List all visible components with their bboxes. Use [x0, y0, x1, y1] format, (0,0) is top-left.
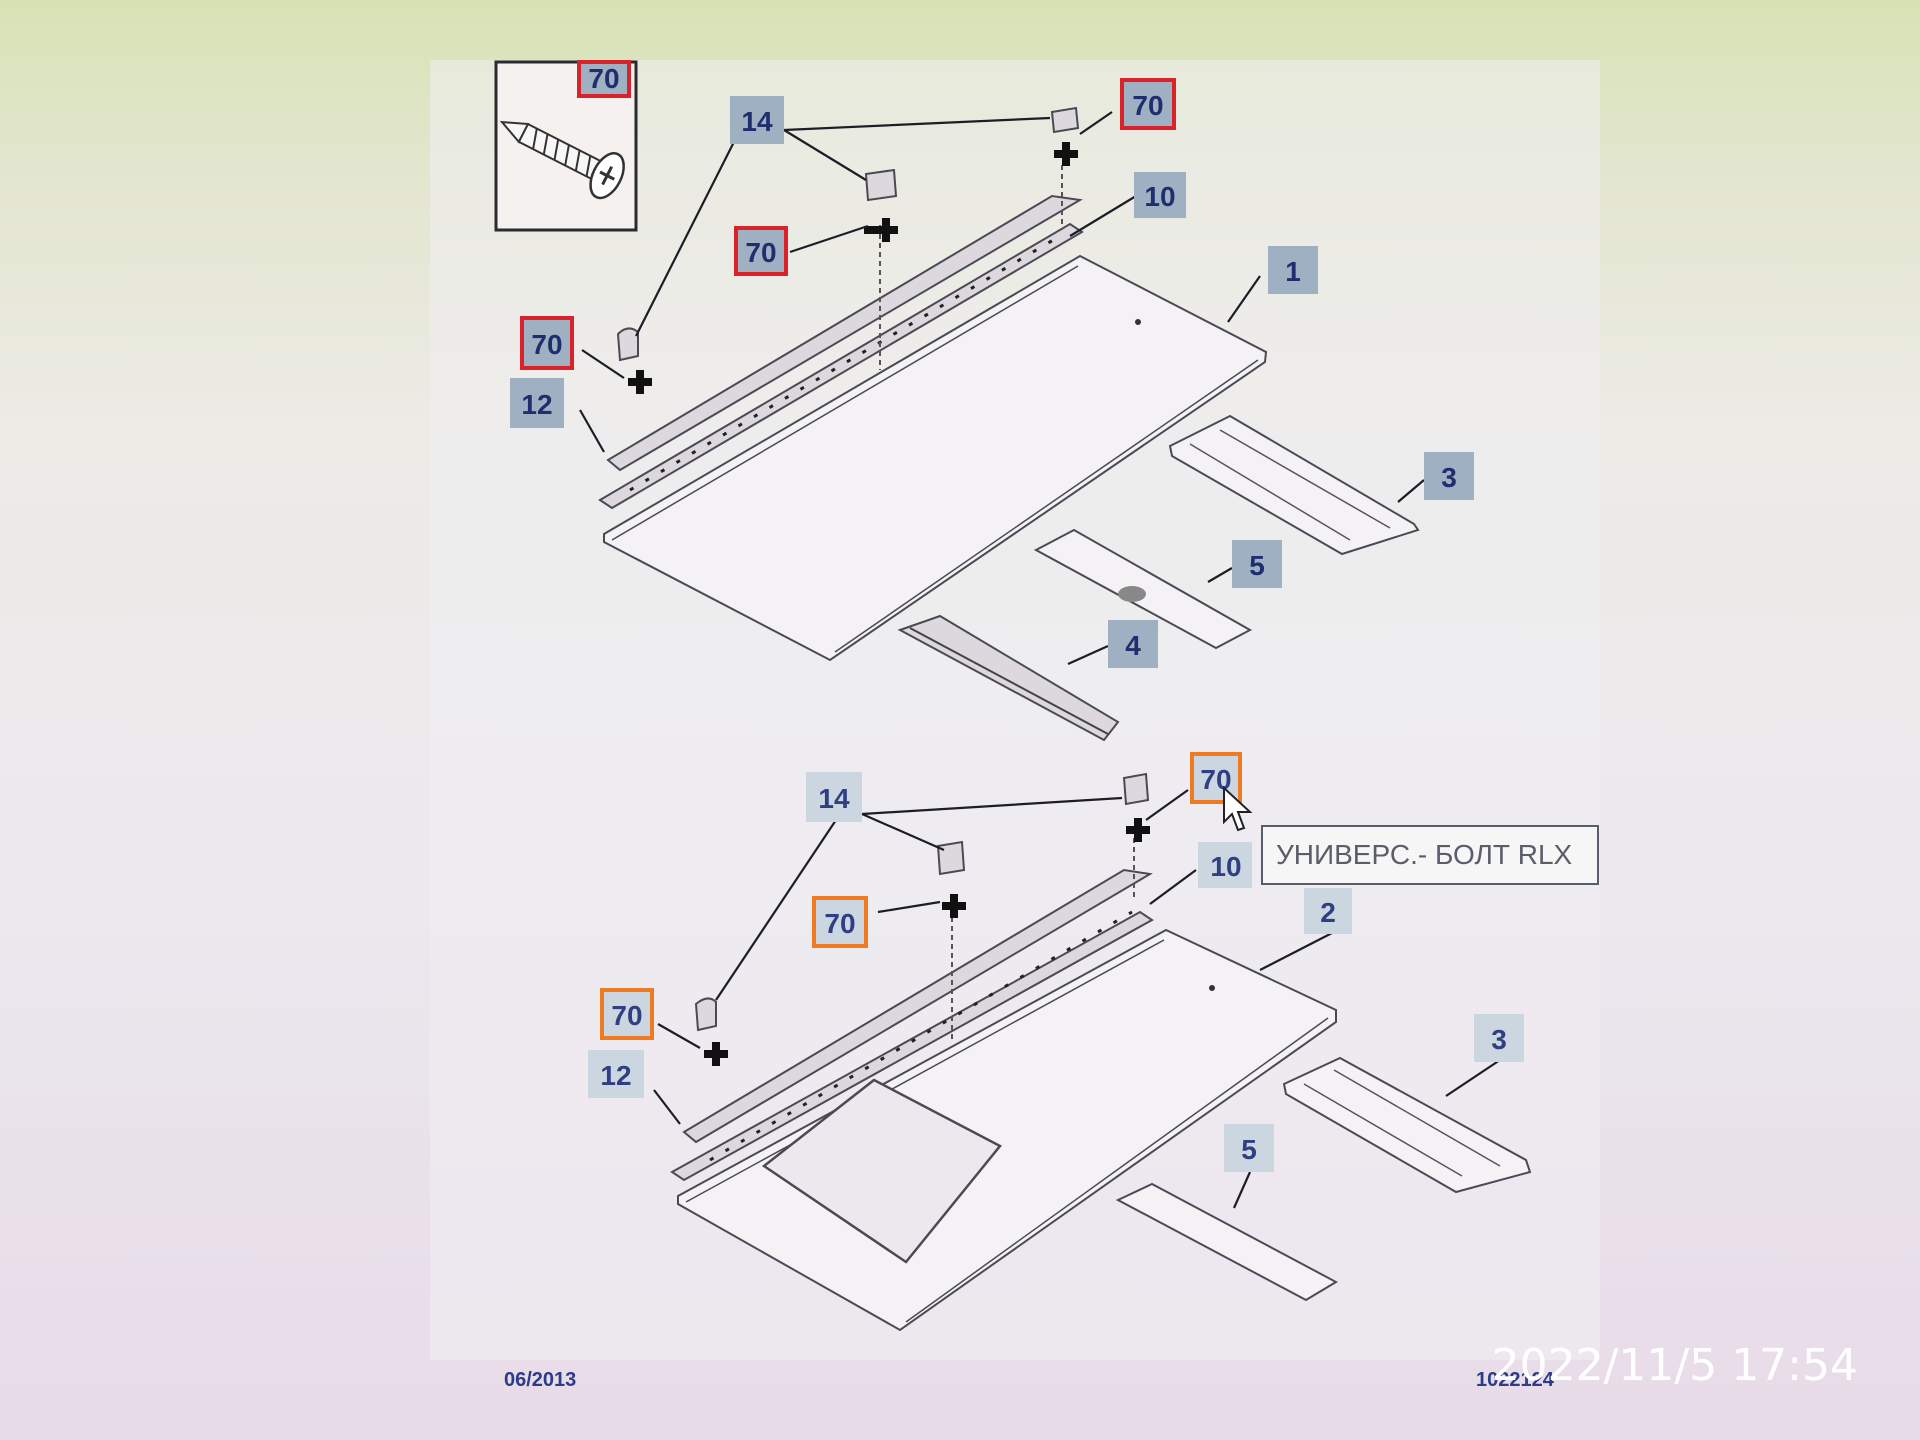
- callout-lower-2-label: 2: [1320, 897, 1336, 928]
- footer-code: 1022124: [1476, 1369, 1555, 1391]
- callout-upper-5-label: 5: [1249, 550, 1265, 581]
- roof-rail-12-lower: [682, 868, 1153, 1144]
- callout-upper-12-label: 12: [521, 389, 552, 420]
- callout-inset-70[interactable]: [577, 60, 631, 98]
- clip-icon: [694, 772, 1150, 1032]
- callout-upper-10-label: 10: [1144, 181, 1175, 212]
- roof-panel-2: [677, 928, 1337, 1332]
- callout-upper-14-label: 14: [741, 106, 773, 137]
- callout-upper-70-mid[interactable]: [734, 226, 788, 276]
- part-3-lower: [1282, 1056, 1532, 1194]
- part-5-upper: [1033, 528, 1253, 650]
- callout-upper-12[interactable]: [510, 378, 564, 428]
- callout-lower-12-label: 12: [600, 1060, 631, 1091]
- callout-upper-10[interactable]: [1134, 172, 1186, 218]
- clip-icon: [616, 106, 1080, 362]
- callout-lower-3-label: 3: [1491, 1024, 1507, 1055]
- cursor-arrow-icon: [1223, 785, 1253, 832]
- tooltip-text: УНИВЕРС.- БОЛТ RLX: [1276, 839, 1573, 870]
- roof-rail-10-lower: [670, 910, 1154, 1182]
- sunroof-opening: [761, 1078, 1002, 1264]
- lower-roof-diagram: 14 70 10 2 70 70 12 3 5: [588, 752, 1532, 1332]
- tooltip: УНИВЕРС.- БОЛТ RLX: [1261, 825, 1599, 885]
- part-3-upper: [1168, 414, 1420, 556]
- roof-rail-12: [606, 194, 1083, 472]
- footer-date: 06/2013: [504, 1369, 576, 1391]
- callout-upper-70-top-label: 70: [1132, 90, 1163, 121]
- callout-upper-14[interactable]: [730, 96, 784, 144]
- callout-upper-1-label: 1: [1285, 256, 1301, 287]
- callout-lower-70-left[interactable]: [600, 988, 654, 1040]
- callout-lower-10[interactable]: [1198, 842, 1252, 888]
- part-4-upper: [897, 614, 1120, 742]
- callout-upper-70-left-label: 70: [531, 329, 562, 360]
- callout-lower-10-label: 10: [1210, 851, 1241, 882]
- screw-icon: [499, 120, 625, 200]
- callout-lower-14[interactable]: [806, 772, 862, 822]
- part-5-lower: [1115, 1182, 1339, 1302]
- callout-upper-70-left[interactable]: [520, 316, 574, 370]
- callout-inset-70-label: 70: [588, 63, 619, 94]
- callout-lower-70-mid-label: 70: [824, 908, 855, 939]
- callout-lower-5-label: 5: [1241, 1134, 1257, 1165]
- callout-upper-3-label: 3: [1441, 462, 1457, 493]
- screw-inset: 70: [494, 60, 638, 232]
- callout-lower-12[interactable]: [588, 1050, 644, 1098]
- callout-upper-1[interactable]: [1268, 246, 1318, 294]
- callout-lower-14-label: 14: [818, 783, 850, 814]
- photo-timestamp: 2022/11/5 17:54: [1492, 1340, 1858, 1391]
- callout-upper-5[interactable]: [1232, 540, 1282, 588]
- callout-lower-70-mid[interactable]: [812, 896, 868, 948]
- fastener-plus-icon: [628, 142, 1078, 394]
- callout-lower-3[interactable]: [1474, 1014, 1524, 1062]
- callout-lower-70-left-label: 70: [611, 1000, 642, 1031]
- callout-upper-70-top[interactable]: [1120, 78, 1176, 130]
- fastener-plus-icon: [704, 818, 1150, 1066]
- callout-upper-70-mid-label: 70: [745, 237, 776, 268]
- callout-upper-3[interactable]: [1424, 452, 1474, 500]
- callout-lower-70-top[interactable]: [1190, 752, 1242, 804]
- callout-upper-4[interactable]: [1108, 620, 1158, 668]
- roof-panel-1: [603, 254, 1268, 662]
- upper-roof-diagram: 14 70 10 70 1 70 12 3 5 4: [510, 78, 1474, 742]
- callout-upper-4-label: 4: [1125, 630, 1141, 661]
- roof-rail-10: [598, 222, 1084, 510]
- callout-lower-5[interactable]: [1224, 1124, 1274, 1172]
- callout-lower-2[interactable]: [1304, 888, 1352, 934]
